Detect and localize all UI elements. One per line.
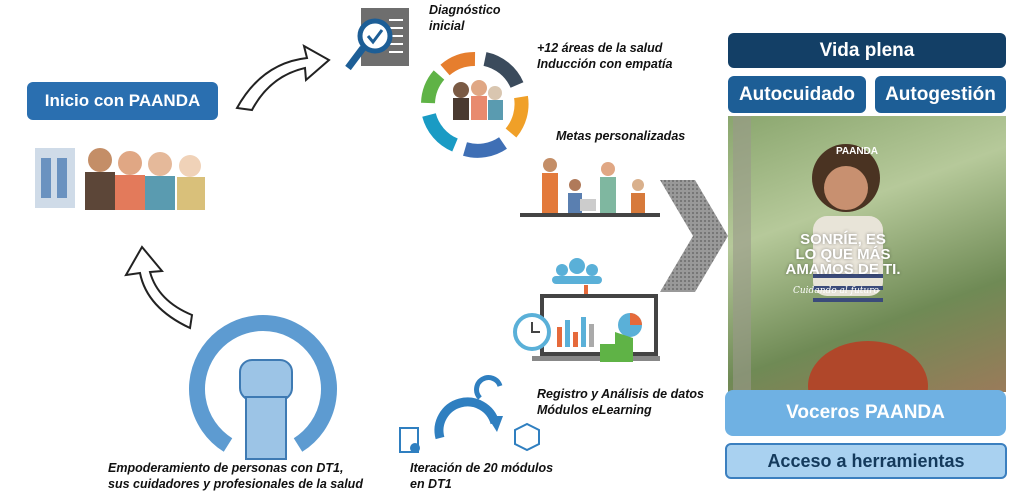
curved-arrow-right-icon <box>235 43 331 112</box>
campaign-photo: PAANDA SONRÍE, ES LO QUE MÁS AMAMOS DE T… <box>728 116 1006 392</box>
people-circle-icon <box>421 52 529 158</box>
child-and-mother-photo-icon <box>733 116 928 392</box>
empowerment-line-1: Empoderamiento de personas con DT1, <box>108 461 344 475</box>
iteration-line-1: Iteración de 20 módulos <box>410 461 554 475</box>
areas-line-1: +12 áreas de la salud <box>537 41 663 55</box>
acceso-herramientas-box: Acceso a herramientas <box>725 443 1007 479</box>
slogan-line-3: AMAMOS DE TI. <box>785 261 901 278</box>
vida-plena-box: Vida plena <box>728 33 1006 68</box>
diagnostic-magnifier-icon <box>345 8 409 71</box>
slogan-line-1: SONRÍE, ES <box>800 231 886 248</box>
photo-slogan: SONRÍE, ES LO QUE MÁS AMAMOS DE TI. <box>768 232 918 277</box>
curved-arrow-up-icon <box>124 245 194 330</box>
goals-label: Metas personalizadas <box>556 129 686 143</box>
slogan-line-2: LO QUE MÁS <box>795 246 891 263</box>
photo-signature: Cuidando al futuro <box>793 286 879 296</box>
data-analysis-icon <box>513 258 660 362</box>
autocuidado-box: Autocuidado <box>728 76 866 113</box>
empowerment-fist-icon <box>189 315 337 460</box>
start-box: Inicio con PAANDA <box>27 82 218 120</box>
data-label: Registro y Análisis de datos Módulos eLe… <box>537 386 704 418</box>
iteration-label: Iteración de 20 módulos en DT1 <box>410 460 553 492</box>
areas-label: +12 áreas de la salud Inducción con empa… <box>537 40 672 72</box>
areas-line-2: Inducción con empatía <box>537 57 673 71</box>
empowerment-label: Empoderamiento de personas con DT1, sus … <box>108 460 363 492</box>
empowerment-line-2: sus cuidadores y profesionales de la sal… <box>108 477 363 491</box>
data-line-2: Módulos eLearning <box>537 403 652 417</box>
gray-chevron-arrow-icon <box>660 180 728 292</box>
diagnostic-label: Diagnóstico inicial <box>429 3 501 33</box>
iteration-line-2: en DT1 <box>410 477 452 491</box>
team-working-illustration-icon <box>520 158 660 217</box>
data-line-1: Registro y Análisis de datos <box>537 387 704 401</box>
family-illustration-icon <box>35 148 205 210</box>
autogestion-box: Autogestión <box>875 76 1006 113</box>
iteration-cycle-icon <box>399 375 540 453</box>
voceros-paanda-box: Voceros PAANDA <box>725 390 1006 436</box>
photo-brand: PAANDA <box>835 146 879 157</box>
